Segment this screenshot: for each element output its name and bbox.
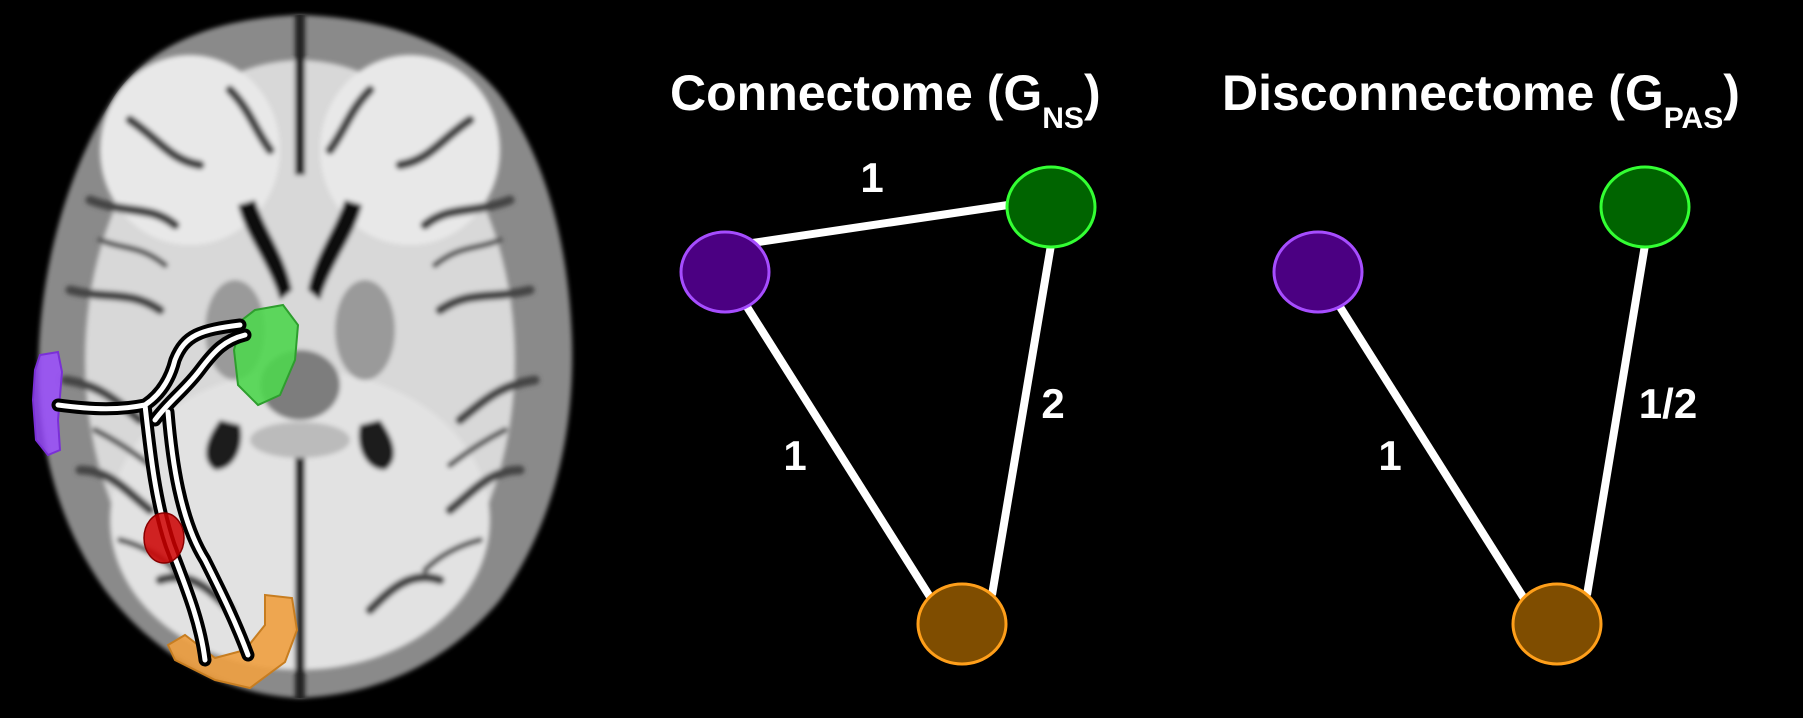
node-purple: [1272, 230, 1364, 314]
connectome-graph: Connectome (GNS) 1 1 2: [670, 65, 1101, 666]
edge-purple-orange: [1314, 269, 1529, 603]
edge-weight-label: 2: [1041, 380, 1064, 427]
edge-purple-green: [724, 201, 1009, 251]
disconnectome-title: Disconnectome (GPAS): [1222, 65, 1740, 135]
edge-purple-orange: [721, 269, 936, 603]
edge-weight-label: 1: [860, 154, 883, 201]
edge-weight-label: 1/2: [1639, 380, 1697, 427]
edge-weight-label: 1: [1378, 432, 1401, 479]
roi-purple-region: [31, 350, 64, 457]
connectome-title: Connectome (GNS): [670, 65, 1101, 135]
edge-weight-label: 1: [783, 432, 806, 479]
lesion-red-marker: [143, 512, 185, 564]
node-orange: [916, 582, 1008, 666]
disconnectome-graph: Disconnectome (GPAS) 1 1/2: [1222, 65, 1740, 666]
edge-green-orange: [1583, 244, 1649, 596]
edge-green-orange: [988, 244, 1055, 596]
fiber-tracts-icon: [51, 318, 255, 667]
brain-texture-icon: [60, 15, 540, 698]
node-green: [1005, 165, 1097, 249]
node-purple: [679, 230, 771, 314]
brain-mri-slice: [31, 15, 573, 698]
node-orange: [1511, 582, 1603, 666]
node-green: [1599, 165, 1691, 249]
